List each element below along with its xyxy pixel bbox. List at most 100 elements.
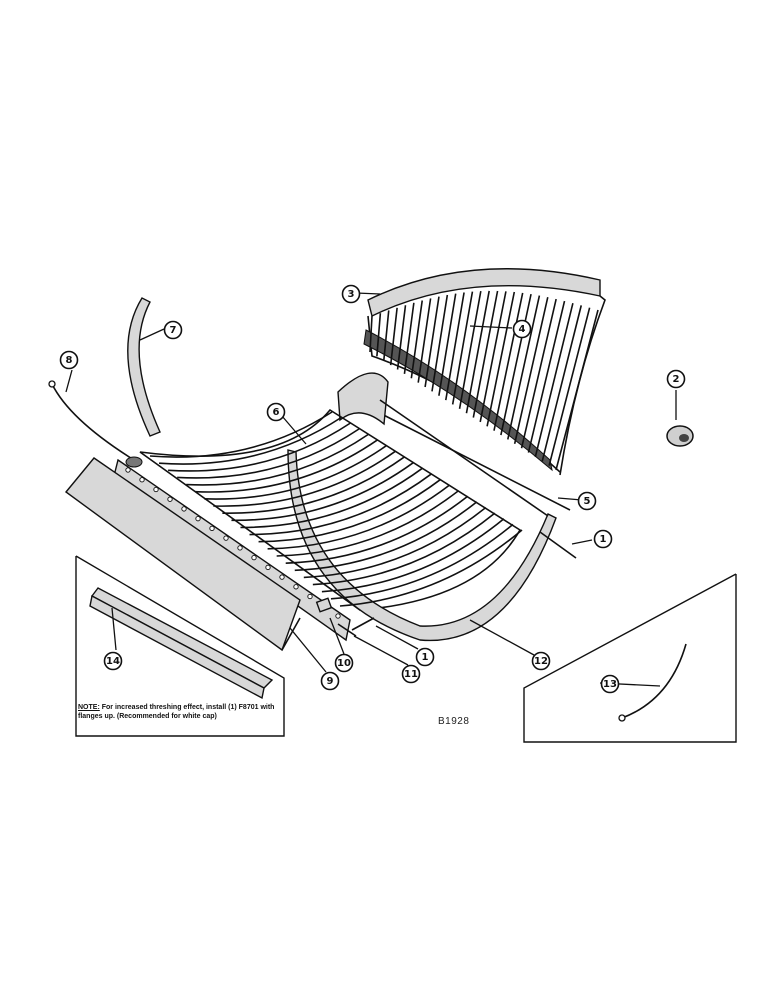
concave-bar: [231, 461, 414, 522]
callout-c5: 5: [577, 491, 597, 511]
concave-bar: [158, 416, 342, 465]
grate-bar: [534, 302, 574, 458]
concave-bar: [330, 523, 514, 600]
callout-c7: 7: [163, 320, 183, 340]
callout-label: 2: [673, 374, 680, 385]
callout-label: 12: [534, 656, 548, 667]
concave-bar: [312, 512, 496, 586]
callout-label: 8: [66, 355, 73, 366]
concave-bar: [213, 450, 396, 507]
grate-bar: [403, 302, 415, 374]
grate-bar: [417, 298, 432, 383]
callout-label: 14: [106, 656, 120, 667]
rasp-bar-assembly: [363, 268, 606, 476]
grate-bar: [527, 300, 566, 453]
grate-bar: [486, 291, 516, 427]
spring-rod: [618, 643, 687, 722]
grate-bar: [513, 297, 549, 444]
callout-c9: 9: [320, 671, 340, 691]
rail-hole: [195, 516, 201, 522]
rail-hole: [209, 525, 215, 532]
rail-hole: [251, 554, 257, 561]
callout-c1b: 1: [415, 647, 435, 667]
grate-bar: [382, 310, 390, 361]
grate-bar: [376, 313, 382, 357]
rail-hole: [125, 467, 131, 473]
grate-bar: [431, 294, 449, 392]
callout-label: 6: [273, 407, 280, 418]
callout-c1a: 1: [593, 529, 613, 549]
grate-bar: [506, 295, 541, 440]
callout-c3: 3: [341, 284, 361, 304]
note-label: NOTE:: [78, 704, 100, 711]
callout-label: 9: [327, 676, 334, 687]
bolt-part: [337, 623, 357, 637]
rail-hole: [139, 477, 145, 483]
channel-bar: [89, 587, 274, 700]
grate-bar: [472, 290, 499, 418]
concave-bar: [321, 518, 505, 593]
rail-hole: [167, 496, 173, 502]
callout-c14: 14: [103, 651, 123, 671]
concave-bar: [177, 428, 360, 479]
pin-upper: [539, 531, 577, 559]
grate-bar: [479, 291, 507, 423]
concave-bar: [285, 495, 469, 564]
callout-label: 1: [600, 534, 607, 545]
note-body: For increased threshing effect, install …: [78, 704, 275, 720]
grate-bar: [493, 292, 524, 431]
grate-bar: [500, 293, 532, 436]
rail-hole: [293, 584, 299, 590]
concave-bar: [240, 467, 423, 529]
callout-label: 3: [348, 289, 355, 300]
callout-label: 10: [337, 658, 351, 669]
concave-bar: [339, 529, 523, 607]
concave-bar: [303, 506, 487, 579]
callout-label: 13: [603, 679, 617, 690]
drawing-id: B1928: [438, 716, 470, 727]
grate-bar: [438, 293, 457, 396]
concave-bar: [267, 484, 451, 550]
callout-label: 7: [170, 325, 177, 336]
concave-bar: [276, 490, 460, 557]
inset-box-right: [523, 573, 737, 743]
nut-part: [315, 597, 333, 613]
concave-bar: [149, 411, 333, 458]
grate-bar: [410, 300, 424, 379]
grate-bar: [548, 307, 591, 466]
inset-box-left: [75, 555, 285, 737]
grate-bar: [369, 315, 373, 353]
concave-bar: [195, 439, 378, 493]
grate-bar: [541, 305, 583, 462]
concave-bar: [294, 501, 478, 572]
note-text: NOTE: For increased threshing effect, in…: [78, 703, 284, 721]
grate-bar: [465, 290, 490, 414]
rail-hole: [223, 535, 229, 541]
callout-c12: 12: [531, 651, 551, 671]
rail-hole: [279, 574, 285, 580]
concave-bar: [222, 456, 405, 514]
grate-bar: [458, 291, 482, 409]
grate-bar: [520, 298, 557, 449]
concave-bar: [258, 478, 442, 543]
callout-c4: 4: [512, 319, 532, 339]
leader-lines: [65, 292, 677, 687]
concave-bar: [168, 422, 351, 472]
grate-bar: [396, 305, 407, 370]
grate-rod: [361, 403, 571, 511]
callout-c13: 13: [600, 674, 620, 694]
curved-rod: [48, 380, 143, 468]
callout-label: 5: [584, 496, 591, 507]
callout-c8: 8: [59, 350, 79, 370]
side-strap: [127, 297, 161, 437]
concave-bar: [249, 473, 433, 536]
callout-c11: 11: [401, 664, 421, 684]
callout-label: 1: [422, 652, 429, 663]
rail-hole: [181, 506, 187, 512]
concave-bar: [204, 445, 387, 500]
callout-label: 11: [404, 669, 418, 680]
grate-bar: [424, 296, 440, 388]
rail-hole: [237, 545, 243, 551]
